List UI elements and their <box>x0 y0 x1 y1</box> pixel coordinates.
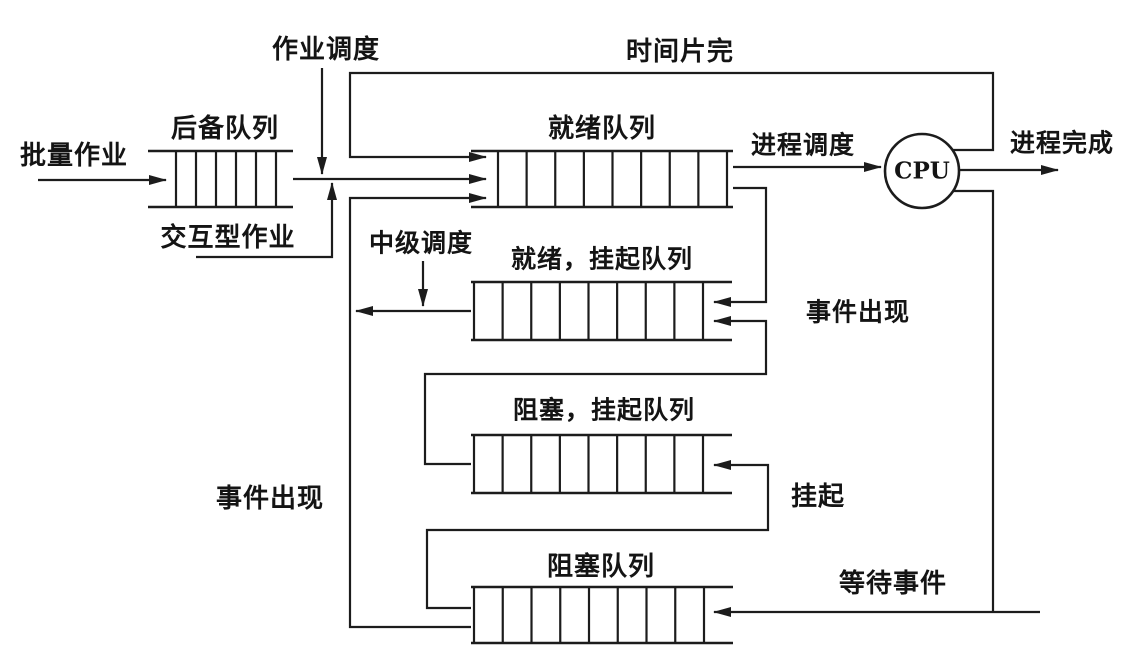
queue-ready_suspend <box>471 280 732 342</box>
queues-layer <box>148 149 733 645</box>
label-blocked-queue: 阻塞队列 <box>546 552 656 582</box>
label-event-occurs-right: 事件出现 <box>805 297 911 327</box>
label-process-scheduling: 进程调度 <box>750 130 856 160</box>
label-wait-event: 等待事件 <box>838 569 948 599</box>
arrow-interactive-join <box>196 182 337 259</box>
label-ready-queue: 就绪队列 <box>547 114 657 144</box>
label-intermediate-scheduling: 中级调度 <box>368 228 474 258</box>
label-blocked-suspend-queue: 阻塞，挂起队列 <box>512 395 696 425</box>
line-ready-to-ready-suspend <box>713 186 768 307</box>
cpu-node <box>883 132 961 210</box>
label-process-complete: 进程完成 <box>1009 128 1115 158</box>
label-ready-suspend-queue: 就绪，挂起队列 <box>510 244 694 274</box>
label-time-slice-end: 时间片完 <box>625 37 735 67</box>
queue-backup <box>148 149 293 209</box>
line-blocked-suspend-to-ready-suspend <box>423 316 768 466</box>
queue-blocked_suspend <box>471 433 732 495</box>
label-interactive-jobs: 交互型作业 <box>160 223 296 253</box>
label-backup-queue: 后备队列 <box>170 114 280 144</box>
label-event-occurs-left: 事件出现 <box>215 484 325 514</box>
label-cpu: CPU <box>894 157 950 185</box>
line-time-slice-loop <box>348 71 995 162</box>
label-job-scheduling: 作业调度 <box>271 35 381 65</box>
line-event-occurs-left <box>348 193 487 629</box>
queue-blocked <box>471 585 733 645</box>
line-suspend-path <box>425 460 770 610</box>
queue-ready <box>471 149 733 209</box>
line-wait-event-vertical <box>952 189 995 612</box>
label-batch-jobs: 批量作业 <box>19 141 129 171</box>
label-suspend: 挂起 <box>790 482 846 512</box>
